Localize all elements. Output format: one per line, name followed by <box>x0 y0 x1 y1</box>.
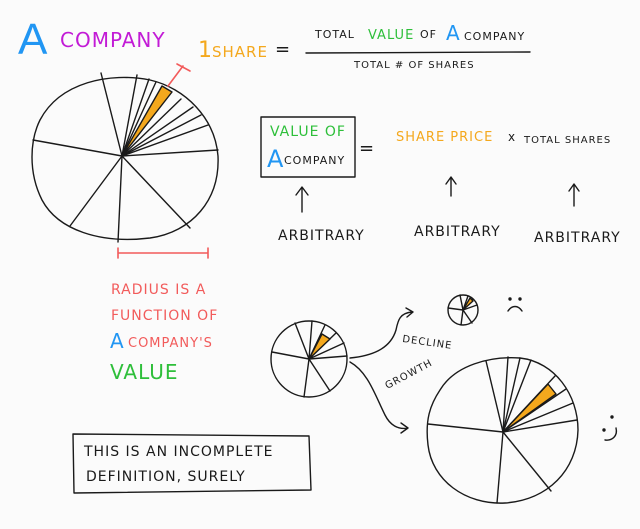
box-company: COMPANY <box>284 154 346 167</box>
radius-note-line2: FUNCTION OF <box>111 308 219 324</box>
arrow-up-3 <box>568 183 580 207</box>
denominator-text: TOTAL # OF SHARES <box>354 60 475 71</box>
radius-note-value: VALUE <box>110 360 179 384</box>
growth-pie-outline <box>426 357 579 504</box>
numerator-of: OF <box>420 28 437 41</box>
growth-pie-share-slice <box>502 383 557 433</box>
growth-arrow <box>349 361 409 434</box>
fraction-bar <box>305 51 531 54</box>
radius-note-line3: COMPANY'S <box>128 336 213 351</box>
big-pie-outline <box>31 76 219 241</box>
note-box-border <box>72 433 312 494</box>
formula-share-word: SHARE <box>212 43 268 61</box>
numerator-company: COMPANY <box>464 30 526 43</box>
arrow-up-1 <box>295 186 309 213</box>
title-letter-a: A <box>18 15 49 64</box>
share-slice-pointer <box>167 63 191 87</box>
decline-pie-share-slice <box>462 297 474 311</box>
title-word-company: COMPANY <box>60 28 166 52</box>
big-pie-chart <box>31 63 219 243</box>
rhs-share-price: SHARE PRICE <box>396 130 494 145</box>
formula-equals: = <box>275 39 292 60</box>
current-pie-share-slice <box>308 333 331 360</box>
big-pie-share-slice <box>121 85 173 157</box>
growth-pie-chart <box>426 356 579 504</box>
value-of-company-box <box>260 116 356 178</box>
decline-pie-chart <box>447 294 479 326</box>
rhs-times: x <box>508 130 517 144</box>
sad-face-icon <box>507 297 523 312</box>
note-line1: THIS IS AN INCOMPLETE <box>84 444 274 460</box>
decline-pie-outline <box>447 294 479 326</box>
box-value-of: VALUE OF <box>270 124 346 140</box>
radius-note-letter-a: A <box>110 329 125 353</box>
arbitrary-label-1: ARBITRARY <box>278 228 365 244</box>
arrow-up-2 <box>445 176 457 197</box>
big-pie-slices <box>32 72 219 243</box>
current-pie-outline <box>270 320 348 398</box>
radius-note-line1: RADIUS IS A <box>111 282 207 298</box>
decline-arrow <box>349 307 414 359</box>
note-line2: DEFINITION, SURELY <box>86 469 246 485</box>
numerator-total: TOTAL <box>315 28 355 41</box>
current-pie-chart <box>270 320 348 398</box>
arbitrary-label-3: ARBITRARY <box>534 230 621 246</box>
box-letter-a: A <box>267 145 285 173</box>
rhs-total-shares: TOTAL SHARES <box>524 135 612 146</box>
value-formula-equals: = <box>359 138 376 159</box>
formula-one-number: 1 <box>198 38 213 63</box>
numerator-a: A <box>446 21 461 45</box>
numerator-value: VALUE <box>368 28 415 43</box>
radius-measure-line <box>117 247 209 259</box>
happy-face-icon <box>602 415 618 441</box>
arbitrary-label-2: ARBITRARY <box>414 224 501 240</box>
